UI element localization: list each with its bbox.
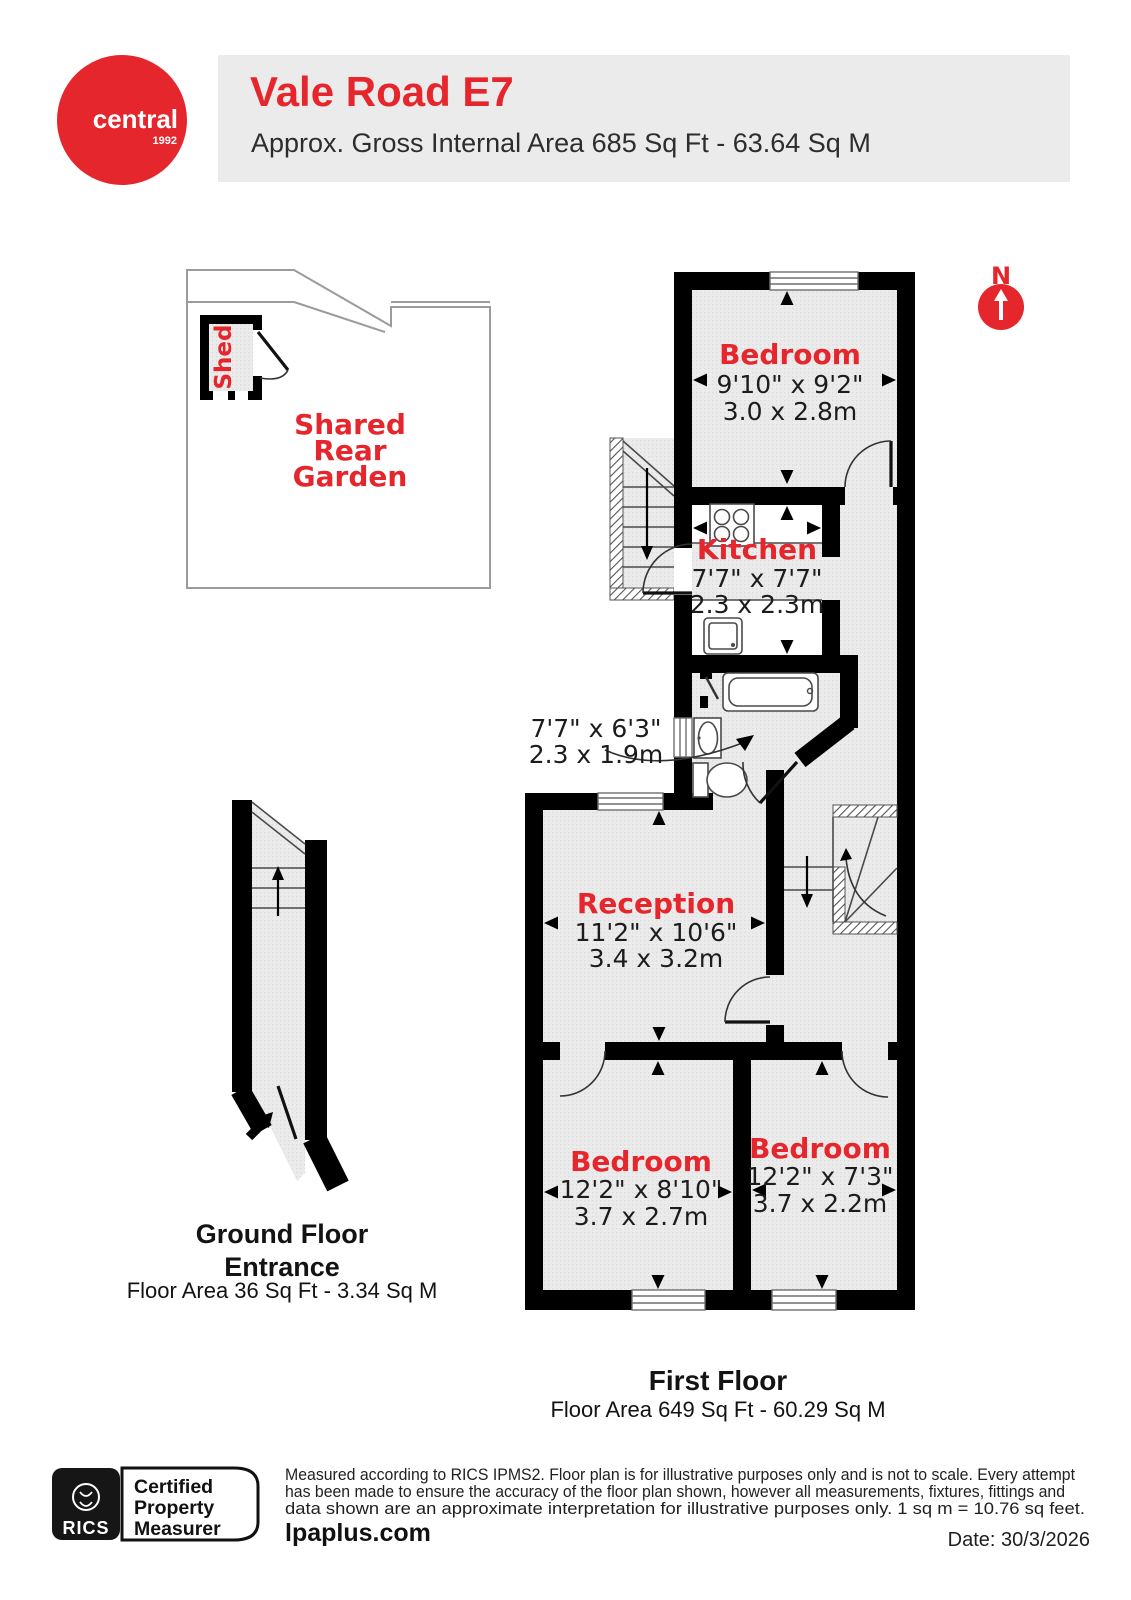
page-title: Vale Road E7: [250, 68, 514, 115]
room-dim-metric-kitchen: 2.3 x 2.3m: [690, 590, 825, 619]
hallway-area: [840, 487, 897, 805]
brand-logo-year: 1992: [153, 135, 177, 147]
door-swings: [559, 440, 893, 1098]
cert-line1: Certified: [134, 1476, 213, 1498]
disclaimer-line-3: data shown are an approximate interpreta…: [285, 1500, 1085, 1518]
window-bathroom: [673, 717, 693, 758]
footer: RICS Certified Property Measurer Measure…: [52, 1466, 1090, 1551]
stair-up-arrow-icon: [272, 866, 284, 880]
room-dim-metric-bathroom: 2.3 x 1.9m: [529, 740, 664, 769]
bathroom-label-leader: [604, 735, 754, 762]
entrance-corridor: [252, 802, 305, 1181]
bathtub-icon: [722, 672, 819, 712]
header: central 1992 Vale Road E7 Approx. Gross …: [57, 55, 1070, 185]
garden-outline: [186, 269, 491, 589]
bathroom-fixtures: [692, 672, 819, 798]
kitchen-fixtures: [692, 503, 822, 655]
page-subtitle: Approx. Gross Internal Area 685 Sq Ft - …: [251, 128, 871, 158]
room-dim-metric-bedroom-top: 3.0 x 2.8m: [723, 397, 858, 426]
ground-floor-title-line1: Ground Floor: [196, 1219, 369, 1249]
disclaimer-line-1: Measured according to RICS IPMS2. Floor …: [285, 1466, 1075, 1484]
header-panel: [218, 55, 1070, 182]
hob-icon: [709, 503, 755, 547]
brand-logo: central 1992: [57, 55, 187, 185]
room-dim-imperial-bedroom-left: 12'2" x 8'10": [560, 1175, 723, 1204]
disclaimer-line-2: has been made to ensure the accuracy of …: [285, 1483, 1065, 1501]
door-leaf-bathroom: [758, 760, 799, 805]
cert-line2: Property: [134, 1497, 214, 1519]
room-label-kitchen: Kitchen: [697, 533, 817, 566]
window-bedroom-top: [769, 271, 859, 291]
garden-label-line1: Shared: [294, 408, 406, 441]
brand-logo-circle: [57, 55, 187, 185]
door-swing-bedroom-right: [841, 1050, 889, 1098]
room-dim-imperial-kitchen: 7'7" x 7'7": [691, 564, 822, 593]
entrance-door-leaf: [276, 1085, 298, 1140]
room-label-bedroom-right: Bedroom: [749, 1132, 891, 1165]
stair-down-arrow-icon: [801, 894, 813, 908]
room-area-bedroom-top: [692, 290, 897, 487]
bathroom-diagonal-wall: [794, 714, 855, 768]
ground-floor-plan: Ground Floor Entrance Floor Area 36 Sq F…: [127, 800, 438, 1303]
entrance-arrow-icon: [245, 1112, 273, 1141]
room-area-bedroom-left: [543, 1060, 733, 1290]
stair-down-arrow-icon: [641, 546, 653, 560]
first-floor-title: First Floor: [649, 1365, 788, 1396]
north-compass: N: [978, 262, 1024, 330]
room-dim-imperial-reception: 11'2" x 10'6": [575, 918, 738, 947]
ground-floor-title-line2: Entrance: [224, 1252, 340, 1282]
brand-logo-text: central: [93, 104, 178, 134]
first-floor-area: Floor Area 649 Sq Ft - 60.29 Sq M: [550, 1397, 885, 1422]
room-areas: [543, 290, 897, 1290]
dimension-arrows: [544, 291, 896, 1289]
room-label-bedroom-top: Bedroom: [719, 338, 861, 371]
door-swing-bedroom-left: [559, 1050, 606, 1097]
window-bedroom-left: [631, 1289, 706, 1311]
room-dim-metric-bedroom-right: 3.7 x 2.2m: [753, 1189, 888, 1218]
ground-floor-area: Floor Area 36 Sq Ft - 3.34 Sq M: [127, 1278, 438, 1303]
shed-label: Shed: [211, 324, 237, 389]
shed: Shed: [200, 315, 290, 400]
room-label-reception: Reception: [577, 887, 735, 920]
certified-property-measurer-badge: Certified Property Measurer: [120, 1466, 260, 1542]
garden-label-line3: Garden: [293, 460, 408, 493]
garden: Shared Rear Garden Shed: [186, 269, 491, 589]
room-dim-imperial-bedroom-top: 9'10" x 9'2": [717, 370, 864, 399]
windows: [597, 271, 859, 1311]
room-dim-imperial-bedroom-right: 12'2" x 7'3": [747, 1162, 894, 1191]
staircase-ground: [251, 801, 306, 916]
first-floor-plan: Bedroom 9'10" x 9'2" 3.0 x 2.8m Kitchen …: [525, 271, 915, 1422]
room-label-bedroom-left: Bedroom: [570, 1145, 712, 1178]
rics-lion-icon: [72, 1483, 100, 1511]
window-reception: [597, 792, 664, 811]
website-link: lpaplus.com: [285, 1519, 431, 1547]
walls-ground: [232, 800, 252, 1092]
shed-door-swing: [259, 369, 289, 380]
sink-icon: [703, 617, 743, 655]
cert-line3: Measurer: [134, 1518, 221, 1540]
toilet-icon: [692, 762, 748, 798]
shed-door-leaf: [256, 331, 290, 371]
room-area-bedroom-right: [751, 1060, 897, 1290]
window-bedroom-right: [771, 1289, 837, 1311]
date-label: Date: 30/3/2026: [948, 1529, 1090, 1551]
garden-label-line2: Rear: [313, 434, 386, 467]
rics-brand-text: RICS: [62, 1518, 109, 1538]
room-dim-metric-reception: 3.4 x 3.2m: [589, 944, 724, 973]
room-dim-metric-bedroom-left: 3.7 x 2.7m: [574, 1202, 709, 1231]
north-label: N: [991, 262, 1011, 290]
staircase-internal: [784, 804, 898, 935]
rics-logo: RICS: [52, 1468, 120, 1540]
staircase-external: [609, 437, 675, 601]
room-dim-imperial-bathroom: 7'7" x 6'3": [530, 714, 661, 743]
